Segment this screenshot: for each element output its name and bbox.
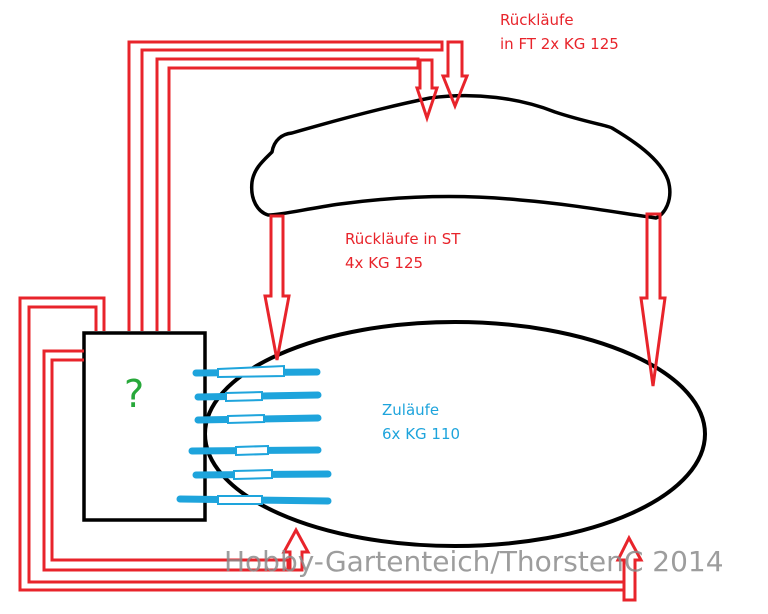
label-returns-ft-line2: in FT 2x KG 125 bbox=[500, 35, 619, 53]
label-returns-ft-line1: Rückläufe bbox=[500, 11, 574, 29]
return-pipe-left-inner bbox=[42, 349, 290, 572]
label-supply-line2: 6x KG 110 bbox=[382, 425, 461, 443]
filter-trench-outline bbox=[249, 93, 672, 220]
label-returns-st: Rückläufe in ST 4x KG 125 bbox=[345, 227, 460, 275]
label-supply-line1: Zuläufe bbox=[382, 401, 440, 419]
arrow-st-right bbox=[639, 212, 667, 387]
label-returns-filter-trench: Rückläufe in FT 2x KG 125 bbox=[500, 8, 619, 56]
label-returns-st-line1: Rückläufe in ST bbox=[345, 230, 461, 248]
return-pipe-ft-inner bbox=[155, 57, 420, 331]
arrow-bottom-middle bbox=[281, 526, 311, 572]
arrow-st-left bbox=[263, 214, 291, 361]
watermark: Hobby-Gartenteich/ThorstenC 2014 bbox=[224, 545, 724, 578]
arrow-bottom-right bbox=[615, 534, 644, 602]
arrow-ft-2 bbox=[414, 58, 440, 123]
unknown-device-question-mark: ? bbox=[124, 372, 145, 416]
return-pipe-ft-outer bbox=[127, 40, 444, 331]
supply-pipes bbox=[176, 364, 332, 505]
arrow-ft-1 bbox=[440, 40, 470, 111]
unknown-device-box bbox=[82, 331, 207, 522]
label-supply: Zuläufe 6x KG 110 bbox=[382, 398, 460, 446]
label-returns-st-line2: 4x KG 125 bbox=[345, 254, 424, 272]
return-arrows bbox=[263, 40, 667, 602]
